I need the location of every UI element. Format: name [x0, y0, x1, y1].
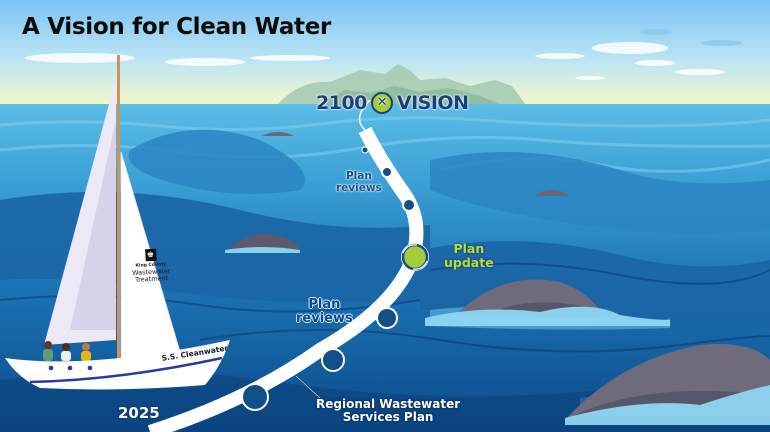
- milestone-dot-review-e: [361, 146, 369, 154]
- king-county-logo-icon: ♚: [144, 248, 157, 262]
- milestone-plan-reviews-upper: Plan reviews: [336, 170, 382, 194]
- vision-word: VISION: [396, 92, 469, 114]
- milestone-line2: Services Plan: [342, 410, 434, 424]
- milestone-dot-2025: [241, 383, 269, 411]
- milestone-line1: Plan: [345, 170, 372, 182]
- vision-year: 2100: [316, 92, 367, 114]
- clouds: [25, 42, 725, 80]
- mast: [117, 55, 120, 365]
- milestone-dot-review-a: [321, 348, 345, 372]
- page-title: A Vision for Clean Water: [22, 14, 332, 40]
- milestone-regional-wastewater-services-plan: Regional Wastewater Services Plan: [316, 398, 460, 424]
- king-county-sail-logo: ♚ King County Wastewater Treatment: [126, 248, 176, 284]
- milestone-plan-update: Plan update: [444, 242, 494, 270]
- milestone-line1: Plan: [453, 241, 485, 256]
- milestone-line2: update: [444, 255, 494, 270]
- milestone-dot-review-d: [381, 166, 393, 178]
- start-year-label: 2025: [118, 404, 160, 422]
- milestone-line2: reviews: [336, 182, 382, 194]
- milestone-line2: reviews: [296, 311, 353, 326]
- milestone-dot-review-c: [402, 198, 416, 212]
- plan-update-refresh-icon: [401, 243, 429, 271]
- milestone-line1: Plan: [308, 297, 341, 312]
- milestone-dot-review-b: [376, 307, 398, 329]
- crew: [43, 341, 91, 361]
- hull: [5, 340, 230, 390]
- milestone-plan-reviews-lower: Plan reviews: [296, 298, 353, 326]
- milestone-line1: Regional Wastewater: [316, 397, 461, 411]
- vision-2100-label: 2100 ✕ VISION: [316, 92, 469, 114]
- x-circle-icon: ✕: [370, 92, 393, 114]
